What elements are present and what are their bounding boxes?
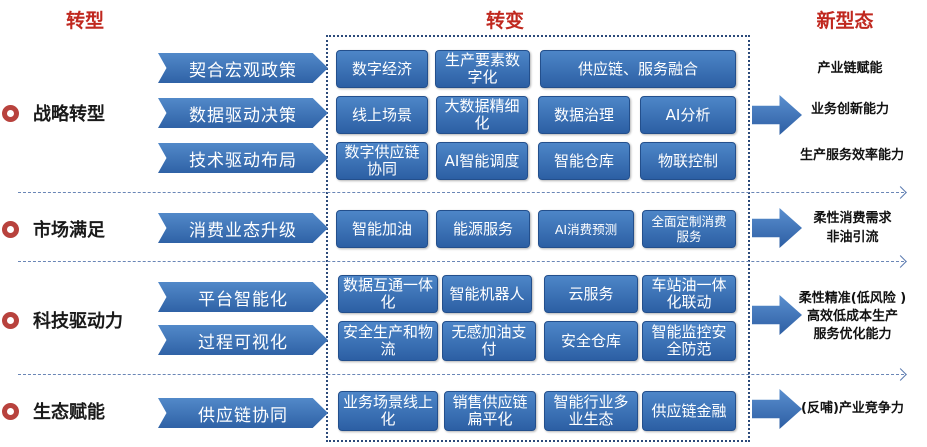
separator-arrowhead <box>894 255 907 268</box>
row-strategic-transformation: 战略转型 <box>0 96 105 130</box>
box-smart-warehouse: 智能仓库 <box>538 142 630 180</box>
box-supply-service-fusion: 供应链、服务融合 <box>540 50 736 88</box>
box-energy-service: 能源服务 <box>436 210 530 248</box>
header-new-form: 新型态 <box>816 10 874 32</box>
row-market-satisfaction: 市场满足 <box>0 212 105 246</box>
sub-visualization: 过程可视化 <box>158 325 328 355</box>
output-chain-empowerment: 产业链赋能 <box>817 61 883 76</box>
box-custom-consumption: 全面定制消费服务 <box>642 210 736 248</box>
box-station-linkage: 车站油一体化联动 <box>642 275 736 313</box>
box-data-interconnect: 数据互通一体化 <box>338 275 438 313</box>
box-smart-robot: 智能机器人 <box>442 275 532 313</box>
output-non-oil: 非油引流 <box>826 230 879 245</box>
ring-icon <box>2 104 19 122</box>
ring-icon <box>2 220 19 238</box>
box-data-governance: 数据治理 <box>538 96 630 134</box>
output-low-cost: 高效低成本生产 <box>806 309 898 324</box>
separator-arrowhead <box>894 186 907 199</box>
header-change: 转变 <box>485 10 524 32</box>
row-ecosystem-empowerment: 生态赋能 <box>0 394 105 428</box>
output-efficiency: 生产服务效率能力 <box>799 148 904 163</box>
box-smart-monitoring: 智能监控安全防范 <box>642 321 736 361</box>
separator <box>18 374 904 375</box>
sub-platform: 平台智能化 <box>158 282 328 312</box>
box-ai-consumption-forecast: AI消费预测 <box>538 210 634 248</box>
box-ai-analysis: AI分析 <box>640 96 736 134</box>
output-competitiveness: (反哺)产业竞争力 <box>801 401 904 416</box>
row-label: 科技驱动力 <box>33 311 123 332</box>
box-cloud-service: 云服务 <box>544 275 638 313</box>
ring-icon <box>2 402 19 420</box>
box-safety-logistics: 安全生产和物流 <box>338 321 438 361</box>
box-production-factors: 生产要素数字化 <box>435 50 530 88</box>
box-seamless-payment: 无感加油支付 <box>442 321 536 361</box>
sub-policy: 契合宏观政策 <box>158 53 328 83</box>
box-digital-economy: 数字经济 <box>336 50 428 88</box>
box-online-scene: 线上场景 <box>336 96 428 134</box>
row-label: 生态赋能 <box>33 402 105 423</box>
output-precision: 柔性精准(低风险 ) <box>798 291 907 306</box>
row-label: 战略转型 <box>33 104 105 125</box>
output-service-optimization: 服务优化能力 <box>813 327 892 342</box>
output-innovation: 业务创新能力 <box>810 102 889 117</box>
box-flat-supply-chain: 销售供应链扁平化 <box>444 391 536 431</box>
box-industry-ecosystem: 智能行业多业生态 <box>544 391 638 431</box>
box-safe-warehouse: 安全仓库 <box>544 321 638 361</box>
sub-tech-driven: 技术驱动布局 <box>158 143 328 173</box>
row-tech-driving-force: 科技驱动力 <box>0 303 123 337</box>
header-transformation: 转型 <box>65 10 104 32</box>
sub-data-driven: 数据驱动决策 <box>158 98 328 128</box>
sub-supply-chain: 供应链协同 <box>158 398 328 428</box>
row-label: 市场满足 <box>33 220 105 241</box>
box-smart-refuel: 智能加油 <box>336 210 428 248</box>
ring-icon <box>2 311 19 329</box>
separator <box>18 192 904 193</box>
box-big-data: 大数据精细化 <box>436 96 528 134</box>
separator <box>18 261 904 262</box>
box-digital-supply-chain: 数字供应链协同 <box>336 142 428 180</box>
change-frame <box>326 35 750 442</box>
box-ai-dispatch: AI智能调度 <box>436 142 528 180</box>
separator-arrowhead <box>894 368 907 381</box>
box-supply-chain-finance: 供应链金融 <box>642 391 736 431</box>
output-flexible-demand: 柔性消费需求 <box>813 211 892 226</box>
box-business-online: 业务场景线上化 <box>338 391 438 431</box>
sub-consumption: 消费业态升级 <box>158 213 328 243</box>
box-iot-control: 物联控制 <box>640 142 736 180</box>
